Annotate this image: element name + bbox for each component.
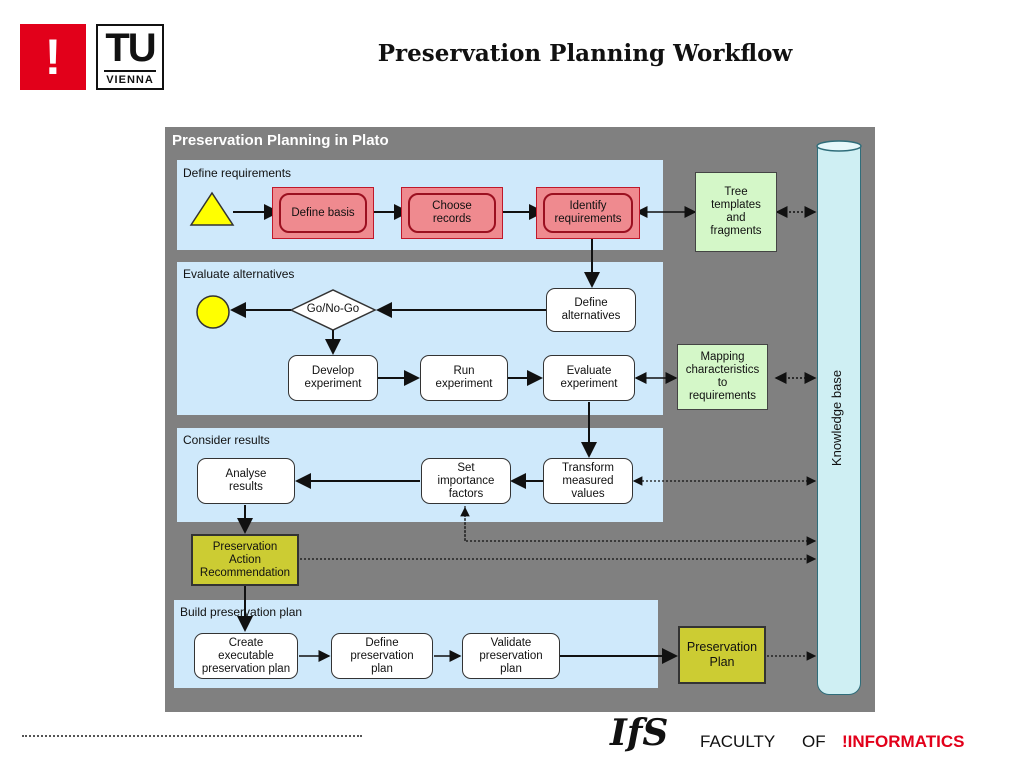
tu-logo-exclamation: ! [20,24,86,90]
end-circle [196,295,230,329]
set-importance-factors-node: Set importance factors [421,458,511,504]
footer-of: OF [802,732,826,751]
evaluate-experiment-node: Evaluate experiment [543,355,635,401]
mapping-node: Mapping characteristics to requirements [677,344,768,410]
recommendation-node: Preservation Action Recommendation [191,534,299,586]
panel-title: Preservation Planning in Plato [172,132,389,149]
preservation-plan-node: Preservation Plan [678,626,766,684]
tree-templates-node: Tree templates and fragments [695,172,777,252]
knowledge-base [817,145,861,695]
define-alternatives-node: Define alternatives [546,288,636,332]
tu-logo-text: TU [105,26,156,70]
section-label-consider-results: Consider results [183,433,270,447]
ifs-logo: IfS [610,712,669,754]
footer-informatics: !INFORMATICS [842,732,965,751]
knowledge-base-top [816,140,862,152]
transform-measured-values-node: Transform measured values [543,458,633,504]
analyse-results-node: Analyse results [197,458,295,504]
start-triangle [189,191,235,226]
define-preservation-plan-node: Define preservation plan [331,633,433,679]
go-no-go-label: Go/No-Go [306,303,360,315]
validate-preservation-plan-node: Validate preservation plan [462,633,560,679]
tu-logo-bar [104,70,156,72]
section-label-build-plan: Build preservation plan [180,605,303,619]
create-executable-plan-node: Create executable preservation plan [194,633,298,679]
section-label-define-requirements: Define requirements [183,166,292,180]
identify-requirements-node: Identify requirements [543,193,633,233]
tu-vienna-logo: TU VIENNA [96,24,164,90]
run-experiment-node: Run experiment [420,355,508,401]
develop-experiment-node: Develop experiment [288,355,378,401]
section-label-evaluate-alternatives: Evaluate alternatives [183,267,295,281]
define-basis-node: Define basis [279,193,367,233]
choose-records-node: Choose records [408,193,496,233]
slide-title: Preservation Planning Workflow [377,40,793,67]
go-no-go-diamond [289,289,377,331]
footer-dotted-rule [22,735,362,737]
footer-faculty: FACULTY [700,732,776,751]
tu-logo-vienna-text: VIENNA [106,74,154,86]
